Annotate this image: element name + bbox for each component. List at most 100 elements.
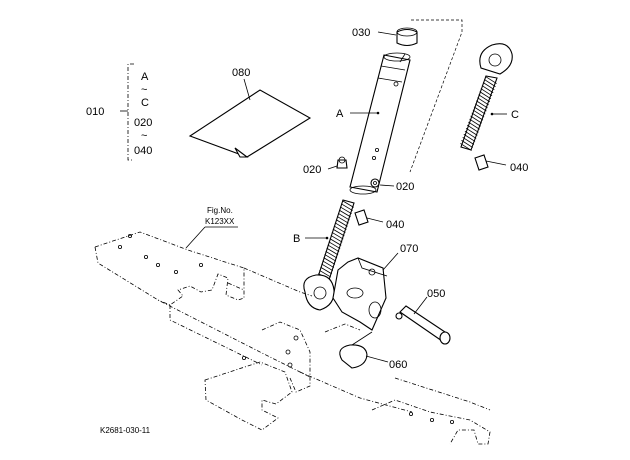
clip-060[interactable]: 060 — [339, 331, 408, 371]
frame-tab — [227, 282, 245, 291]
bracket-slot-right — [368, 301, 382, 319]
thread-line — [336, 216, 349, 224]
rod-b-eye — [303, 274, 335, 311]
clip-arm — [351, 331, 373, 346]
leader-040-b — [366, 217, 384, 223]
leader-030 — [377, 31, 397, 36]
cylinder-ring-2 — [377, 77, 403, 83]
thread-line — [324, 254, 337, 262]
frame-hole-8 — [287, 362, 293, 368]
thread-line — [328, 241, 341, 249]
thread-line — [474, 103, 487, 112]
fig-ref-line1: Fig.No. — [207, 206, 233, 215]
thread-line — [319, 269, 331, 278]
cylinder-top-rim — [383, 52, 411, 62]
set-item-tilde-1: ~ — [141, 84, 147, 96]
callout-080[interactable]: 080 — [232, 67, 250, 79]
thread-line — [477, 97, 489, 106]
thread-line — [465, 127, 478, 136]
frame-left-lower — [94, 246, 311, 378]
fitting-020-left[interactable]: 020 — [303, 156, 348, 176]
thread-line — [337, 212, 350, 221]
thread-line — [340, 206, 352, 215]
assembly-c-outline — [409, 19, 463, 173]
frame-lower-bracket — [204, 361, 293, 431]
pin-040-middle[interactable]: 040 — [354, 209, 404, 231]
callout-070[interactable]: 070 — [400, 243, 418, 255]
callout-030[interactable]: 030 — [352, 27, 370, 39]
set-item-040: 040 — [134, 145, 152, 157]
thread-line — [473, 106, 486, 115]
thread-line — [460, 143, 472, 151]
leader-080 — [243, 78, 251, 101]
thread-line — [482, 82, 495, 91]
thread-line — [476, 100, 488, 109]
set-item-020: 020 — [134, 117, 152, 129]
assembly-label-c: C — [511, 109, 519, 121]
fitting-right-shape — [370, 178, 380, 188]
cap-top — [396, 27, 418, 37]
frame-right-arm — [371, 399, 491, 445]
fig-ref-line2: K123XX — [205, 217, 235, 226]
frame-hole-6 — [127, 233, 132, 238]
leader-a-dot — [376, 111, 380, 115]
callout-040-a[interactable]: 040 — [510, 162, 528, 174]
callout-040-b[interactable]: 040 — [386, 219, 404, 231]
thread-line — [321, 263, 334, 272]
callout-020-left[interactable]: 020 — [303, 164, 321, 176]
thread-line — [329, 238, 342, 246]
leader-050 — [413, 296, 428, 315]
figure-reference[interactable]: Fig.No. K123XX — [185, 206, 238, 249]
assembly-label-b: B — [293, 233, 300, 245]
set-item-c: C — [141, 97, 149, 109]
thread-line — [463, 133, 476, 142]
frame-hole-3 — [155, 262, 160, 267]
bracket-070[interactable]: 070 — [332, 243, 418, 331]
cap-030[interactable]: 030 — [352, 27, 418, 47]
thread-line — [330, 235, 343, 243]
thread-line — [464, 130, 477, 139]
callout-020-right[interactable]: 020 — [396, 181, 414, 193]
callout-010[interactable]: 010 — [86, 106, 104, 118]
thread-line — [462, 136, 475, 145]
assembly-b-rod[interactable]: B — [293, 199, 355, 311]
assembly-c-rod[interactable]: 040 C — [409, 19, 528, 174]
assembly-a-cylinder[interactable]: A — [336, 52, 412, 195]
cylinder-body — [349, 54, 411, 193]
thread-line — [470, 115, 483, 124]
callout-060[interactable]: 060 — [389, 359, 407, 371]
frame-top-edge — [243, 267, 313, 297]
manual-sheet-fold — [234, 147, 249, 158]
set-item-a: A — [141, 71, 149, 83]
thread-line — [338, 209, 351, 218]
fitting-020-right[interactable]: 020 — [370, 178, 414, 193]
frame-hole-5 — [198, 262, 203, 267]
frame-hole-10 — [241, 355, 246, 360]
rod-c-eye-hole — [488, 53, 502, 67]
frame-right-top — [394, 377, 491, 411]
cylinder-hole-top — [393, 81, 399, 87]
thread-line — [333, 225, 346, 234]
manual-sheet-080[interactable]: 080 — [188, 67, 312, 158]
thread-line — [485, 76, 497, 84]
thread-line — [332, 228, 345, 237]
callout-050[interactable]: 050 — [427, 288, 445, 300]
diagram-code: K2681-030-11 — [100, 426, 151, 435]
bracket-fold — [357, 257, 388, 277]
fitting-left-shape — [336, 159, 348, 169]
thread-line — [342, 200, 354, 208]
frame-hole-11 — [408, 411, 413, 416]
thread-line — [323, 257, 336, 265]
thread-line — [468, 121, 480, 130]
leader-020-right — [379, 184, 395, 187]
fig-ref-leader — [185, 226, 206, 249]
thread-line — [322, 260, 335, 268]
bracket-body — [332, 257, 387, 331]
pin-050[interactable]: 050 — [395, 288, 451, 345]
thread-line — [484, 79, 496, 87]
thread-line — [471, 112, 484, 121]
thread-line — [335, 219, 348, 227]
thread-line — [341, 203, 353, 211]
thread-line — [320, 266, 333, 275]
rod-b-threads — [317, 200, 354, 284]
